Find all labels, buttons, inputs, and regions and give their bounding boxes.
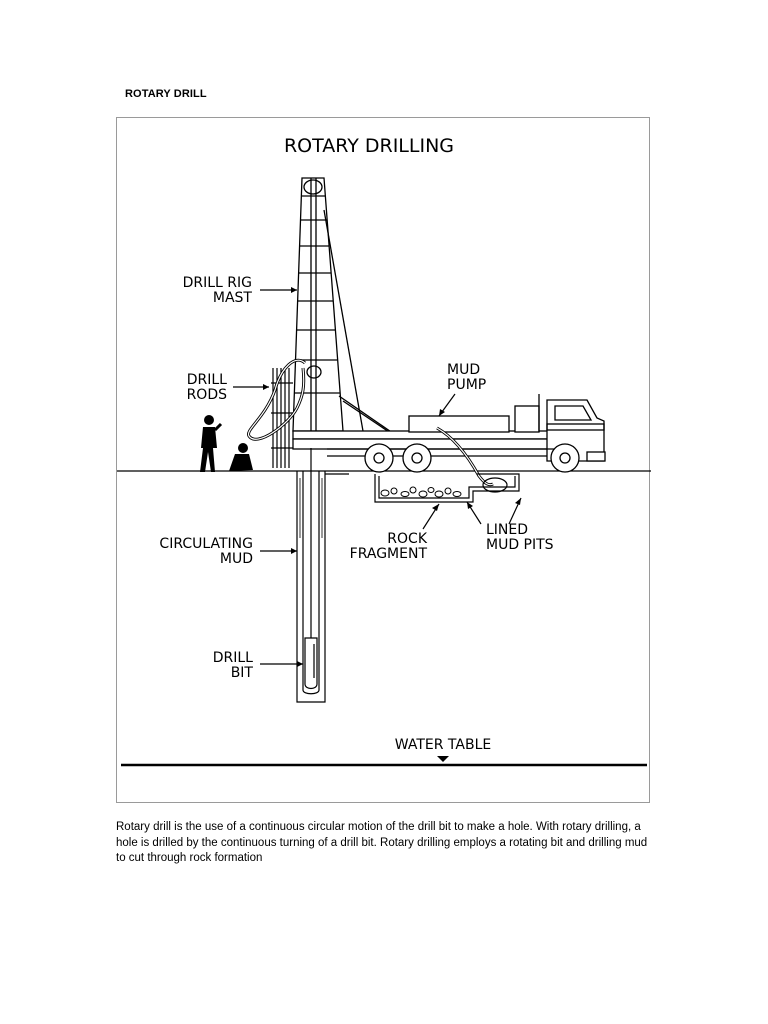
label-drill-rig-mast-line1: DRILL RIG <box>183 275 252 291</box>
diagram-title: ROTARY DRILLING <box>284 135 454 157</box>
label-drill-bit-line1: DRILL <box>213 650 253 666</box>
label-drill-rig-mast-line2: MAST <box>213 290 253 306</box>
label-lined-mud-pits-line2: MUD PITS <box>486 537 554 553</box>
label-drill-rods-line2: RODS <box>187 387 228 403</box>
borehole <box>296 448 326 703</box>
label-mud-pump-line1: MUD <box>447 362 480 378</box>
label-rock-fragment-line1: ROCK <box>387 531 428 547</box>
label-drill-bit-line2: BIT <box>231 665 254 681</box>
label-circulating-mud-line1: CIRCULATING <box>159 536 253 552</box>
lined-mud-pits <box>325 473 520 503</box>
label-drill-rods-line1: DRILL <box>187 372 227 388</box>
caption-paragraph: Rotary drill is the use of a continuous … <box>116 821 648 864</box>
drill-truck <box>292 394 606 473</box>
page-heading: ROTARY DRILL <box>125 88 207 100</box>
drill-rig-mast <box>292 177 402 441</box>
rock-fragments <box>380 486 462 498</box>
label-water-table: WATER TABLE <box>395 737 491 753</box>
label-mud-pump-line2: PUMP <box>447 377 486 393</box>
label-lined-mud-pits-line1: LINED <box>486 522 528 538</box>
label-circulating-mud-line2: MUD <box>220 551 253 567</box>
label-rock-fragment-line2: FRAGMENT <box>350 546 428 562</box>
drill-rods-rack <box>271 368 293 468</box>
rotary-drilling-diagram: ROTARY DRILLING <box>116 117 651 803</box>
water-table-marker <box>437 756 449 762</box>
workers-silhouettes <box>200 415 253 472</box>
